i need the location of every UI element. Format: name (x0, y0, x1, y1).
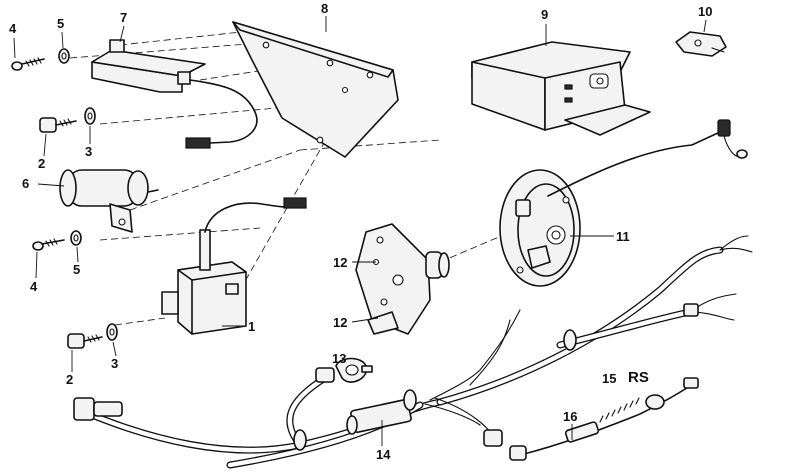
callout-11: 11 (616, 229, 630, 244)
callout-4-top: 4 (9, 21, 17, 36)
cable-set-part (509, 377, 699, 461)
small-plate-part (675, 31, 727, 57)
washer-lower-left (70, 230, 82, 246)
callout-16: 16 (563, 409, 578, 424)
callout-9: 9 (541, 7, 549, 22)
capacitor-part (59, 169, 159, 233)
callout-2-upper: 2 (38, 156, 46, 171)
callout-5-lower: 5 (73, 262, 81, 277)
screw-top-left (11, 57, 45, 71)
callout-3-upper: 3 (85, 144, 93, 159)
callout-4-lower: 4 (30, 279, 38, 294)
callout-14: 14 (376, 447, 391, 462)
ignition-coil-part (161, 197, 307, 335)
breaker-plate-part (355, 223, 450, 335)
cable-clip-part (335, 357, 373, 383)
mounting-bracket-part (232, 21, 399, 158)
callout-7: 7 (120, 10, 128, 25)
screw-upper-mid (39, 117, 77, 133)
washer-bottom-left (106, 323, 118, 341)
callout-6: 6 (22, 176, 30, 191)
callout-12-upper: 12 (333, 255, 348, 270)
callout-5-top: 5 (57, 16, 65, 31)
callout-2-lower: 2 (66, 372, 74, 387)
callout-12-lower: 12 (333, 315, 348, 330)
leader-lines (13, 16, 707, 446)
control-unit-part (471, 41, 651, 136)
washer-top-left (58, 48, 70, 64)
relay-module-part (91, 39, 258, 149)
callout-13: 13 (332, 351, 347, 366)
callout-3-lower: 3 (111, 356, 119, 371)
screw-bottom-left (67, 333, 103, 349)
washer-upper-mid (84, 107, 96, 125)
callout-15-variant: RS (628, 369, 649, 386)
distributor-plate-part (499, 119, 748, 287)
callout-8: 8 (321, 1, 329, 16)
callout-10: 10 (698, 4, 713, 19)
wiring-harness-part (73, 235, 753, 469)
screw-lower-left (32, 238, 65, 251)
callout-15: 15 (602, 371, 617, 386)
callout-1: 1 (248, 319, 256, 334)
